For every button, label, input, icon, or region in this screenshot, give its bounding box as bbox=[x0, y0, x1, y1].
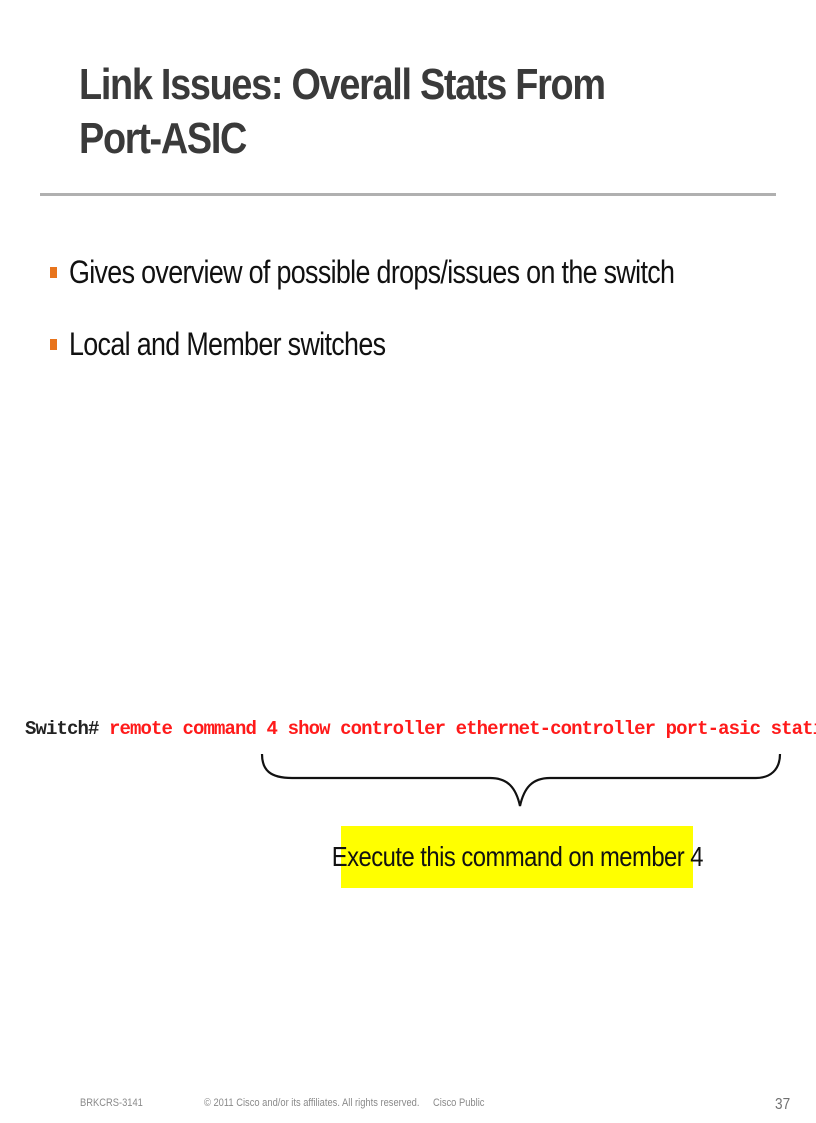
bullet-item: Gives overview of possible drops/issues … bbox=[50, 252, 790, 292]
footer-copyright: © 2011 Cisco and/or its affiliates. All … bbox=[204, 1097, 420, 1109]
square-bullet-icon bbox=[50, 266, 57, 278]
square-bullet-icon bbox=[50, 338, 57, 350]
curly-brace-icon bbox=[260, 753, 782, 807]
page-number: 37 bbox=[775, 1096, 791, 1113]
footer-session-id: BRKCRS-3141 bbox=[80, 1097, 143, 1109]
cli-command: Switch# remote command 4 show controller… bbox=[25, 718, 816, 740]
cli-command-text: remote command 4 show controller etherne… bbox=[109, 718, 816, 740]
title-divider bbox=[40, 193, 776, 196]
bullet-list: Gives overview of possible drops/issues … bbox=[50, 252, 790, 396]
slide-title: Link Issues: Overall Stats From Port-ASI… bbox=[79, 60, 606, 163]
bullet-text: Gives overview of possible drops/issues … bbox=[69, 253, 675, 290]
callout-box: Execute this command on member 4 bbox=[331, 826, 703, 888]
footer-classification: Cisco Public bbox=[433, 1097, 485, 1109]
bullet-text: Local and Member switches bbox=[69, 325, 386, 362]
cli-prompt: Switch# bbox=[25, 718, 99, 740]
callout-text: Execute this command on member 4 bbox=[331, 841, 703, 872]
bullet-item: Local and Member switches bbox=[50, 324, 790, 364]
